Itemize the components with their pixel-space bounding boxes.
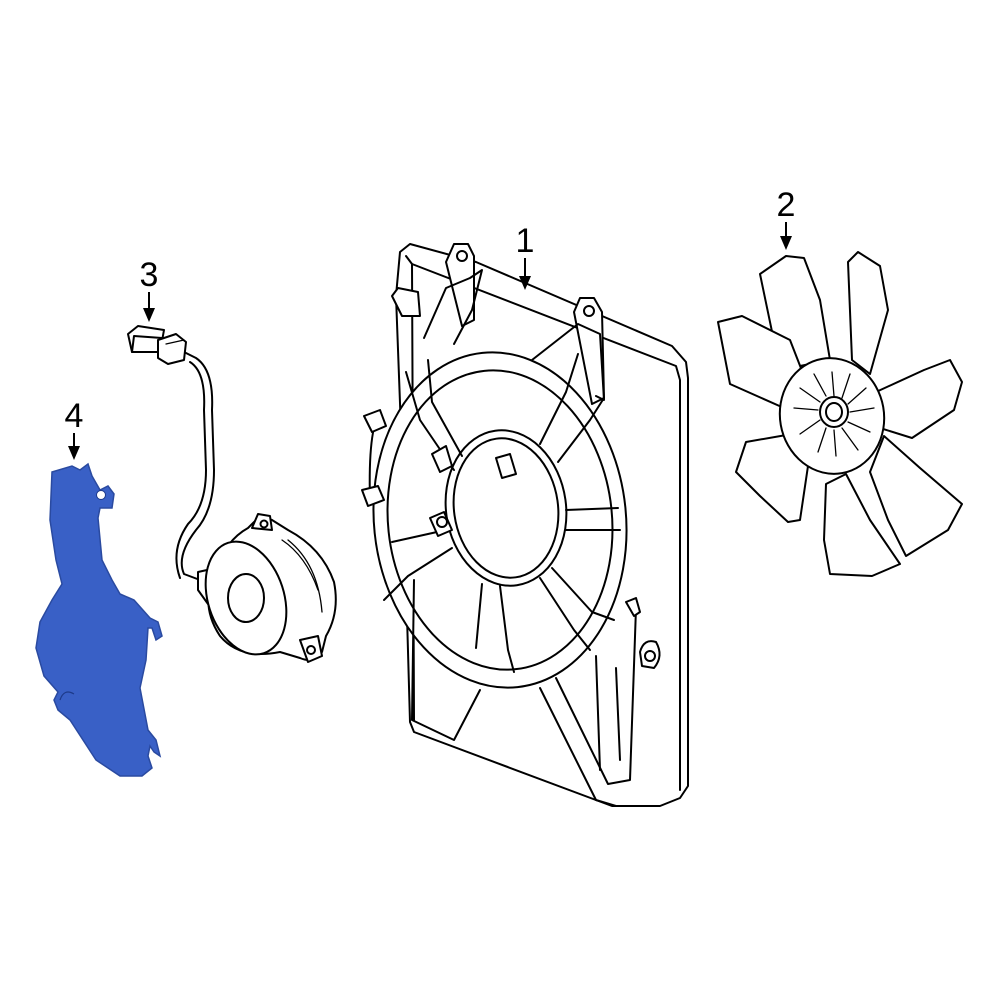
callout-label-3: 3: [140, 256, 159, 294]
callout-2: 2: [777, 186, 796, 250]
callout-4: 4: [65, 397, 84, 460]
fan-blade-part[interactable]: [717, 251, 963, 577]
fan-shroud-part[interactable]: [357, 243, 689, 807]
callout-1: 1: [516, 222, 535, 290]
fan-motor-part[interactable]: [127, 325, 337, 665]
callout-3: 3: [140, 256, 159, 322]
callout-label-2: 2: [777, 186, 796, 224]
callout-label-1: 1: [516, 222, 535, 260]
motor-cover-shape: [35, 462, 163, 777]
callout-label-4: 4: [65, 397, 84, 435]
motor-cover-part[interactable]: [35, 462, 163, 777]
